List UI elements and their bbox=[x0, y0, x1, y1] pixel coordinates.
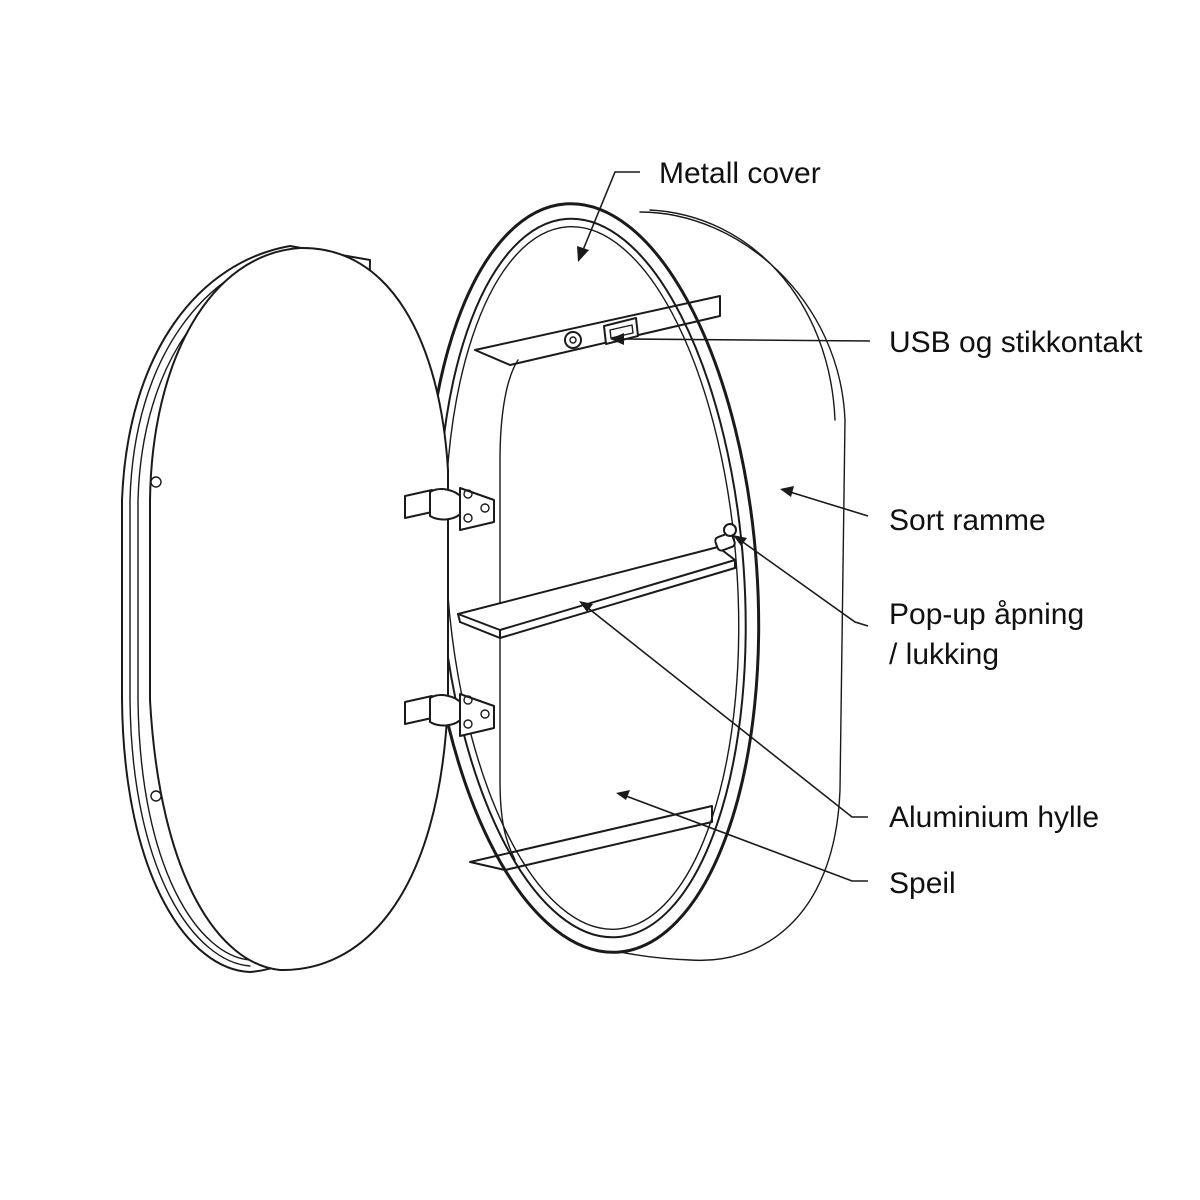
hinge-top bbox=[404, 487, 495, 531]
leader-sort-ramme bbox=[780, 486, 869, 517]
leader-speil bbox=[616, 790, 868, 882]
leader-popup bbox=[733, 535, 869, 627]
label-popup-line2: / lukking bbox=[889, 638, 999, 671]
label-metall-cover: Metall cover bbox=[659, 157, 821, 190]
leader-metall-cover bbox=[577, 171, 640, 262]
label-sort-ramme: Sort ramme bbox=[889, 504, 1046, 537]
label-aluminium-shelf: Aluminium hylle bbox=[889, 801, 1099, 834]
mirror-door bbox=[121, 245, 449, 973]
leader-usb bbox=[610, 333, 871, 345]
aluminium-shelf bbox=[457, 546, 736, 639]
label-popup-line1: Pop-up åpning bbox=[889, 598, 1084, 631]
cabinet-interior bbox=[469, 295, 721, 871]
popup-latch bbox=[714, 523, 737, 552]
sort-ramme-frame bbox=[423, 202, 761, 954]
label-speil: Speil bbox=[889, 867, 956, 900]
hinge-bottom bbox=[404, 693, 495, 737]
label-usb-socket: USB og stikkontakt bbox=[889, 326, 1143, 359]
usb-socket bbox=[564, 317, 639, 349]
leader-aluminium bbox=[579, 601, 868, 818]
cabinet-body bbox=[589, 209, 846, 962]
